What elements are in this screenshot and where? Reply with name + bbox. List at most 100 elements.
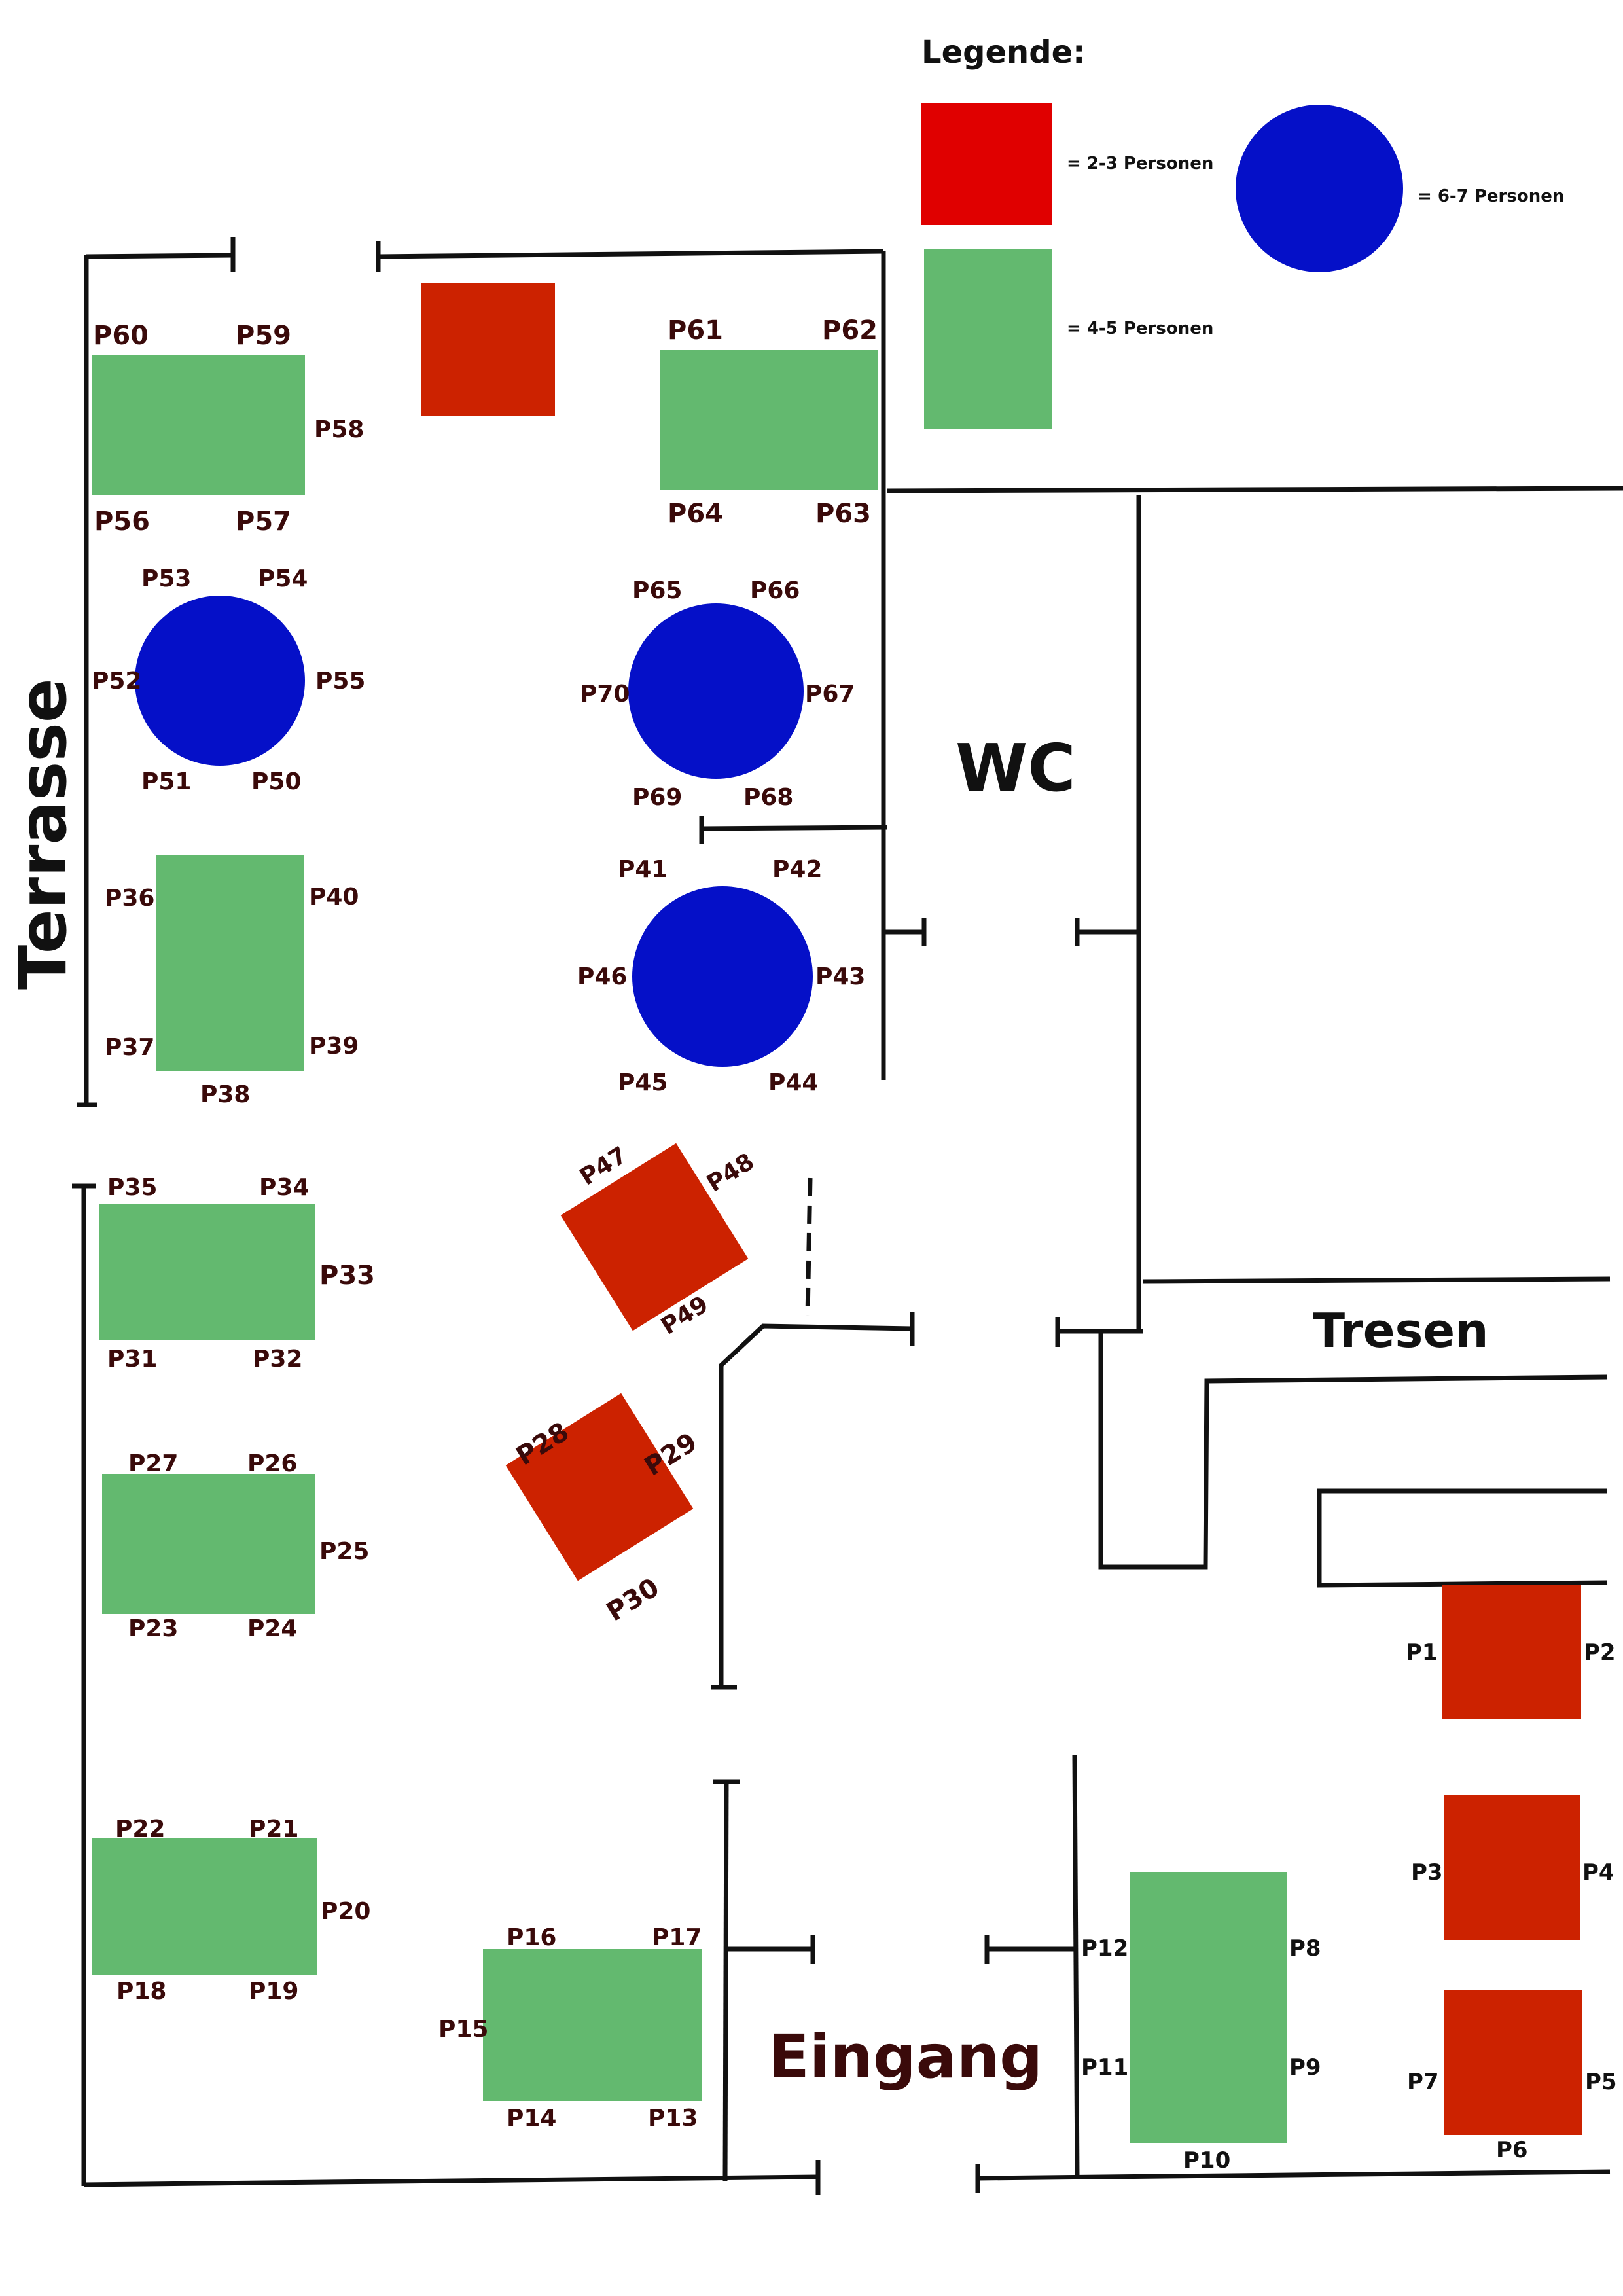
seat-label: P15	[438, 2016, 488, 2043]
counter-right	[1317, 1488, 1608, 1588]
seat-label: P4	[1582, 1859, 1614, 1886]
seat-label: P24	[247, 1615, 297, 1642]
table-p3-p4[interactable]	[1444, 1795, 1580, 1940]
table-p18-p22[interactable]	[92, 1838, 317, 1975]
seat-label: P17	[652, 1924, 702, 1951]
seat-label: P58	[314, 416, 364, 443]
tresen-bar	[1098, 1333, 1608, 1570]
seat-label: P61	[668, 315, 723, 346]
wall-dashed	[805, 1177, 813, 1316]
seat-label: P55	[315, 668, 365, 694]
legend-label-large: = 6-7 Personen	[1418, 187, 1564, 206]
seat-label: P69	[632, 784, 682, 811]
seat-label: P51	[141, 768, 191, 795]
seat-label: P8	[1289, 1935, 1321, 1962]
table-p41-p46[interactable]	[632, 886, 813, 1067]
seat-label: P5	[1585, 2069, 1617, 2095]
walls	[72, 237, 1623, 2195]
seat-label: P41	[618, 856, 668, 883]
legend-label-medium: = 4-5 Personen	[1067, 319, 1213, 338]
legend: Legende: = 2-3 Personen = 4-5 Personen =…	[921, 34, 1564, 429]
table-p47-p49[interactable]	[560, 1143, 749, 1331]
wall-top-right	[378, 249, 884, 259]
seat-label: P66	[750, 577, 800, 604]
seat-label: P39	[309, 1033, 359, 1060]
wall-bottom-left	[83, 2174, 819, 2187]
table-p56-p60[interactable]	[92, 355, 305, 495]
seat-label: P57	[236, 507, 291, 537]
legend-swatch-large	[1236, 105, 1403, 272]
legend-title: Legende:	[921, 34, 1085, 71]
seat-label: P26	[247, 1450, 297, 1477]
seat-label: P34	[259, 1174, 309, 1201]
seat-label: P1	[1406, 1640, 1438, 1666]
seat-label: P45	[618, 1069, 668, 1096]
seat-label: P48	[702, 1148, 759, 1197]
table-p31-p35[interactable]	[99, 1204, 315, 1340]
seat-label: P44	[768, 1069, 818, 1096]
wall-partition	[701, 825, 888, 831]
seat-label: P37	[105, 1034, 154, 1061]
seat-label: P52	[92, 668, 141, 694]
seat-label: P36	[105, 885, 154, 912]
seat-label: P13	[648, 2105, 698, 2132]
seat-label: P21	[249, 1816, 298, 1842]
seat-label: P65	[632, 577, 682, 604]
legend-swatch-small	[921, 103, 1052, 225]
table-p5-p7[interactable]	[1444, 1990, 1582, 2135]
seat-label: P12	[1081, 1935, 1128, 1962]
legend-label-small: = 2-3 Personen	[1067, 154, 1213, 173]
seat-label: P67	[805, 681, 855, 708]
seat-label: P32	[253, 1346, 302, 1372]
seat-label: P2	[1584, 1640, 1616, 1666]
table-p50-p55[interactable]	[135, 596, 305, 766]
table-p61-p64[interactable]	[660, 350, 878, 490]
seat-label: P6	[1496, 2137, 1528, 2163]
seat-label: P16	[507, 1924, 556, 1951]
seat-label: P22	[115, 1816, 165, 1842]
table-p13-p17[interactable]	[483, 1949, 702, 2101]
seat-label: P64	[668, 499, 723, 529]
seat-label: P43	[815, 963, 865, 990]
table-p1-p2[interactable]	[1442, 1585, 1581, 1719]
seat-label: P50	[251, 768, 301, 795]
seat-label: P31	[107, 1346, 157, 1372]
seat-label: P27	[128, 1450, 178, 1477]
table-p28-p30[interactable]	[505, 1393, 694, 1581]
legend-swatch-medium	[924, 249, 1052, 429]
table-p8-p12[interactable]	[1130, 1872, 1287, 2143]
seat-label: P54	[258, 565, 308, 592]
table-small-top[interactable]	[421, 283, 555, 416]
seat-label: P18	[116, 1978, 166, 2005]
seat-label: P3	[1411, 1859, 1443, 1886]
seat-label: P20	[321, 1898, 370, 1925]
table-p36-p40[interactable]	[156, 855, 304, 1071]
room-label-tresen: Tresen	[1313, 1303, 1489, 1358]
wall-middle	[719, 1323, 913, 1687]
wall-entrance-right	[1072, 1755, 1080, 2178]
seat-label: P11	[1081, 2054, 1128, 2081]
seat-label: P9	[1289, 2054, 1321, 2081]
seat-label: P63	[815, 499, 871, 529]
seat-label: P42	[772, 856, 822, 883]
seat-label: P62	[822, 315, 878, 346]
seat-label: P35	[107, 1174, 157, 1201]
tables	[92, 283, 1582, 2143]
wall-entrance-left	[722, 1781, 729, 2181]
seat-label: P68	[743, 784, 793, 811]
table-p23-p27[interactable]	[102, 1474, 315, 1614]
seat-label: P7	[1407, 2069, 1439, 2095]
room-label-terrasse: Terrasse	[5, 678, 81, 990]
room-label-wc: WC	[955, 730, 1076, 806]
seat-label: P53	[141, 565, 191, 592]
table-p65-p70[interactable]	[628, 603, 804, 779]
wall-top-left	[86, 253, 234, 259]
seat-labels: P60 P59 P58 P56 P57 P61 P62 P64 P63 P53 …	[92, 315, 1617, 2174]
seat-label: P70	[580, 681, 630, 708]
seat-label: P14	[507, 2105, 556, 2132]
seat-label: P59	[236, 321, 291, 351]
seat-label: P33	[319, 1261, 375, 1291]
seat-label: P30	[601, 1572, 664, 1627]
